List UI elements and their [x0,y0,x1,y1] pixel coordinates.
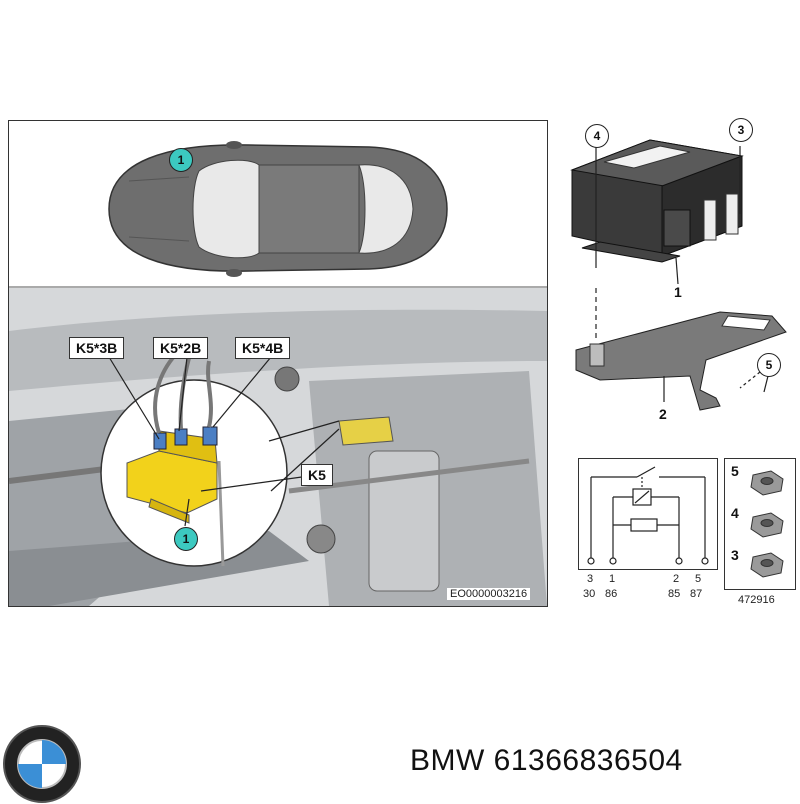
part-callout-4: 4 [585,124,609,148]
mounting-bracket [575,311,787,411]
nut-number-4: 4 [731,505,739,521]
connector-label-k5-2b: K5*2B [153,337,209,359]
nuts-panel: 5 4 3 [724,458,796,590]
pin-bottom-85: 85 [668,588,681,600]
relay-schematic-drawing [587,466,709,565]
zoom-circle [100,349,288,567]
pin-top-1: 1 [609,573,616,585]
nut-number-3: 3 [731,547,739,563]
brand-name: BMW [410,744,485,777]
part-number-2: 2 [659,406,667,422]
bmw-logo-icon [3,725,81,803]
image-code: EO0000003216 [447,588,531,600]
part-number-1: 1 [674,284,682,300]
part-number: 61366836504 [493,744,683,777]
nut-number-5: 5 [731,463,739,479]
relay-body [570,139,744,263]
pin-top-3: 3 [587,573,594,585]
car-location-callout: 1 [169,148,193,172]
pin-top-2: 2 [673,573,680,585]
part-callout-5: 5 [757,353,781,377]
footer-part-label: BMW 61366836504 [410,744,683,778]
relay-location-callout: 1 [174,527,198,551]
pin-bottom-30: 30 [583,588,596,600]
location-diagram-panel: 1 1 K5*3B K5*2B K5*4B K5 EO0000003216 [8,120,548,607]
leader-lines [108,356,340,527]
part-callout-3: 3 [729,118,753,142]
relay-label-k5: K5 [301,464,333,486]
pin-bottom-86: 86 [605,588,618,600]
reference-number: 472916 [738,594,775,606]
connector-label-k5-4b: K5*4B [235,337,291,359]
pin-bottom-87: 87 [690,588,703,600]
relay-schematic-panel [578,458,718,570]
pin-top-5: 5 [695,573,702,585]
connector-label-k5-3b: K5*3B [69,337,125,359]
exploded-leader-lines [595,146,769,402]
location-diagram-drawing [9,141,547,606]
nuts-drawing [750,470,784,578]
car-top-view [108,141,448,277]
